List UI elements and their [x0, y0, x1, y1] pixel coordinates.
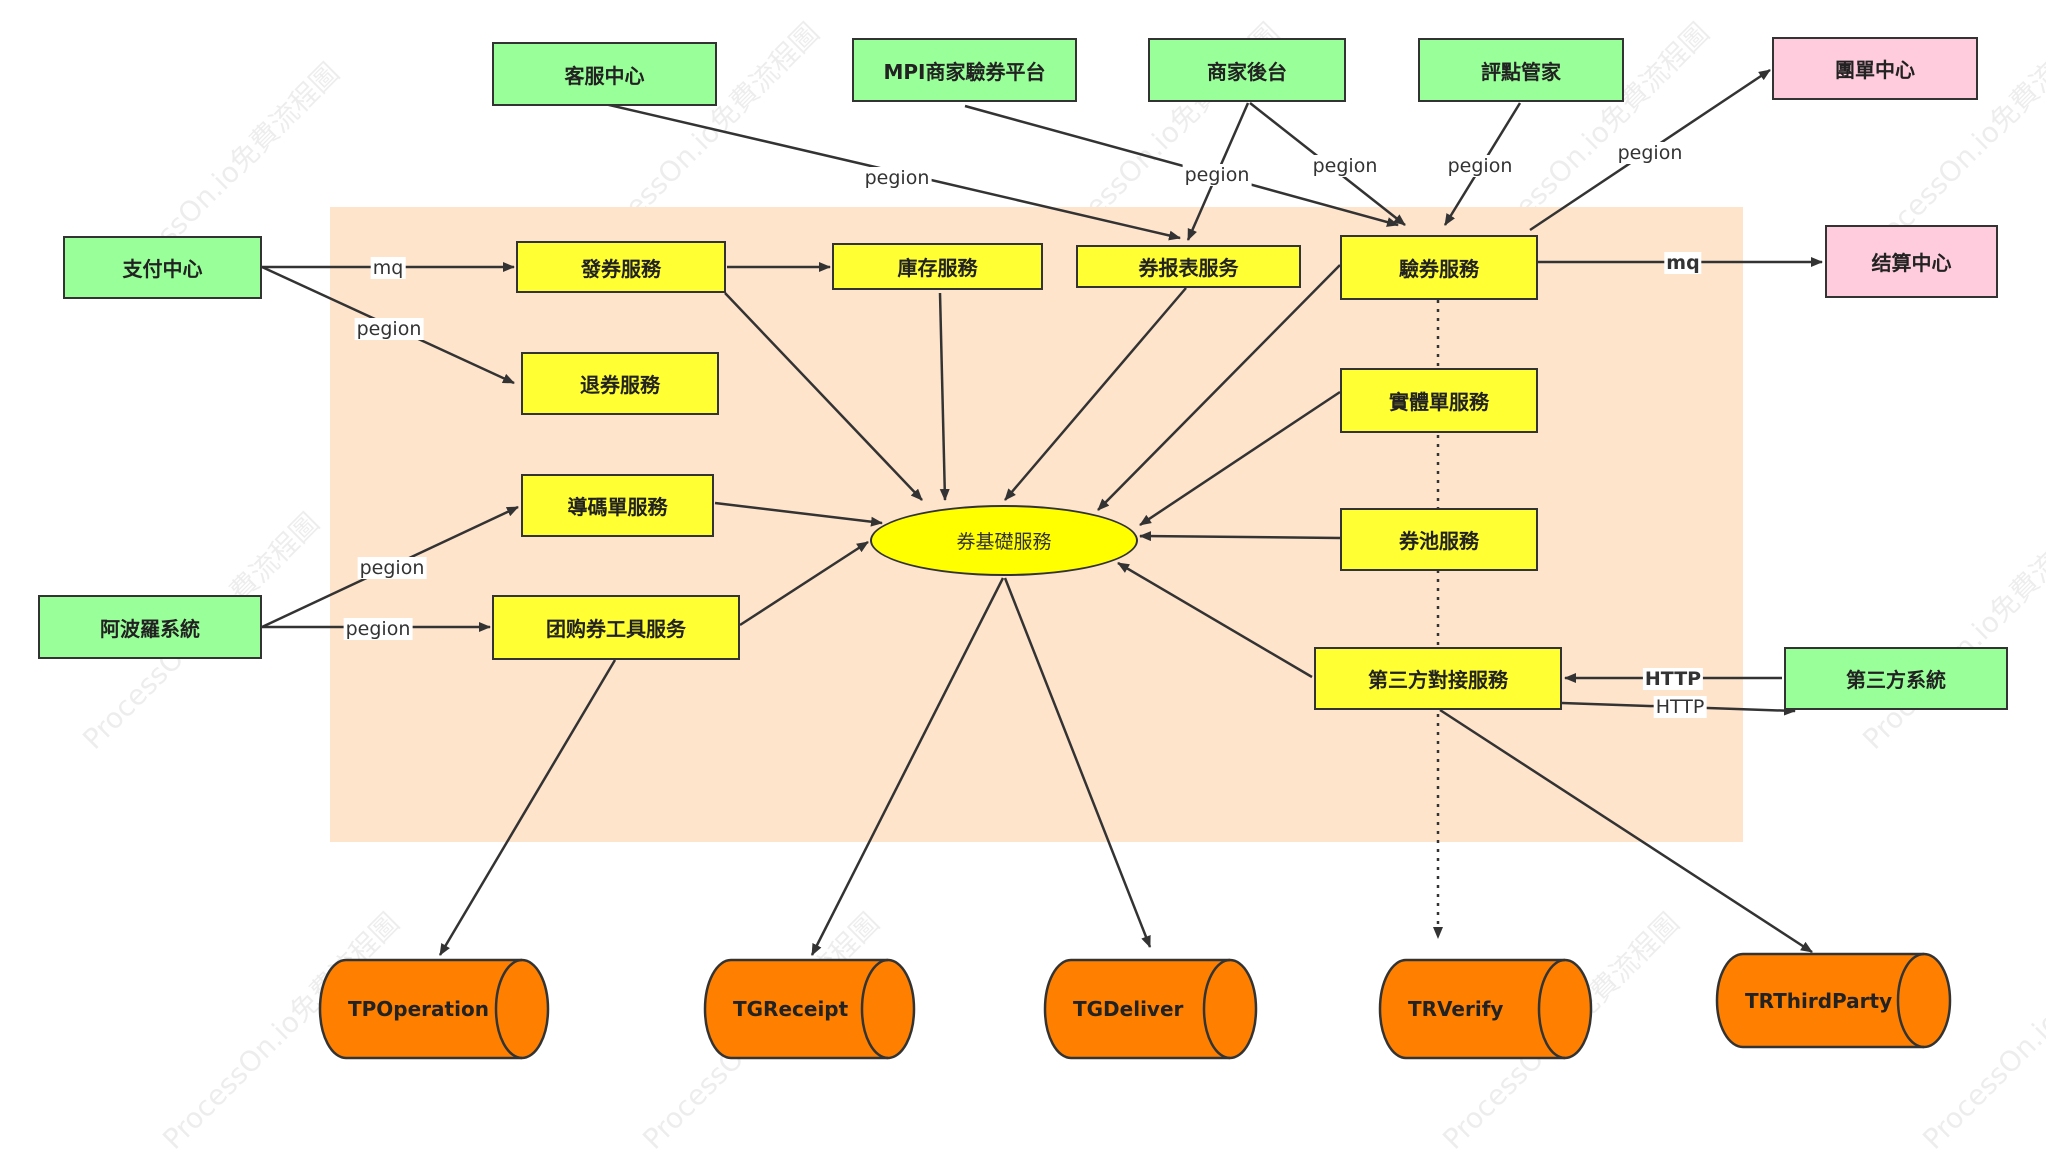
edge-guide-base	[714, 501, 883, 527]
db-label: TGDeliver	[1073, 997, 1184, 1021]
edge-label-pegion: pegion	[1310, 155, 1380, 177]
node-mpi[interactable]: MPI商家驗券平台	[852, 38, 1077, 102]
edges-layer	[261, 68, 1823, 956]
node-report[interactable]: 券报表服务	[1076, 245, 1301, 288]
edge-verify-base	[1097, 264, 1341, 511]
edge-issue-base	[724, 292, 923, 501]
node-backend[interactable]: 商家後台	[1148, 38, 1346, 102]
node-entity[interactable]: 實體單服務	[1340, 368, 1538, 433]
node-tuandan[interactable]: 團單中心	[1772, 37, 1978, 100]
node-issue[interactable]: 發券服務	[516, 241, 726, 293]
cylinder-icon	[1715, 952, 1952, 1049]
cylinder-icon	[318, 958, 550, 1060]
edge-label-pegion: pegion	[354, 318, 424, 340]
node-tool[interactable]: 团购券工具服务	[492, 595, 740, 660]
edge-label-pegion: pegion	[1445, 155, 1515, 177]
edge-label-http: HTTP	[1642, 668, 1704, 690]
cylinder-icon	[1378, 958, 1593, 1060]
edge-tool-base	[739, 540, 869, 627]
node-pay[interactable]: 支付中心	[63, 236, 262, 299]
node-thirdsvc[interactable]: 第三方對接服務	[1314, 647, 1562, 710]
edge-label-pegion: pegion	[1182, 164, 1252, 186]
node-kefu[interactable]: 客服中心	[492, 42, 717, 106]
edge-pool-base	[1139, 531, 1341, 542]
edge-label-pegion: pegion	[357, 557, 427, 579]
node-base[interactable]: 券基礎服務	[870, 505, 1138, 576]
node-pingdian[interactable]: 評點管家	[1418, 38, 1624, 102]
db-label: TRVerify	[1408, 997, 1504, 1021]
edge-thirdsvc-base	[1117, 561, 1313, 679]
db-label: TRThirdParty	[1745, 988, 1893, 1013]
edge-label-pegion: pegion	[1615, 142, 1685, 164]
db-trthirdparty[interactable]: TRThirdParty	[1715, 952, 1952, 1049]
edge-tool-tpoperation	[438, 659, 617, 956]
edge-base-tgdeliver	[1003, 577, 1152, 948]
edge-label-pegion: pegion	[343, 618, 413, 640]
db-tpoperation[interactable]: TPOperation	[318, 958, 550, 1060]
edge-label-http: HTTP	[1653, 696, 1707, 718]
node-verify[interactable]: 驗券服務	[1340, 235, 1538, 300]
edge-entity-base	[1139, 390, 1341, 527]
db-label: TGReceipt	[733, 997, 849, 1021]
node-apollo[interactable]: 阿波羅系統	[38, 595, 262, 659]
edge-stock-base	[938, 292, 950, 501]
node-settle[interactable]: 结算中心	[1825, 225, 1998, 298]
db-label: TPOperation	[348, 997, 489, 1021]
db-tgreceipt[interactable]: TGReceipt	[703, 958, 916, 1060]
edge-label-pegion: pegion	[862, 167, 932, 189]
edge-mpi-verify	[964, 104, 1399, 227]
node-stock[interactable]: 庫存服務	[832, 243, 1043, 290]
node-thirdsys[interactable]: 第三方系統	[1784, 647, 2008, 710]
edge-report-base	[1004, 287, 1187, 501]
edge-label-mq: mq	[1664, 252, 1702, 274]
node-guide[interactable]: 導碼單服務	[521, 474, 714, 537]
edge-thirdsvc-trthirdparty	[1439, 708, 1813, 954]
node-pool[interactable]: 券池服務	[1340, 508, 1538, 571]
db-tgdeliver[interactable]: TGDeliver	[1043, 958, 1258, 1060]
cylinder-icon	[703, 958, 916, 1060]
cylinder-icon	[1043, 958, 1258, 1060]
node-refund[interactable]: 退券服務	[521, 352, 719, 415]
db-trverify[interactable]: TRVerify	[1378, 958, 1593, 1060]
edge-base-tgreceipt	[810, 577, 1005, 956]
edge-label-mq: mq	[370, 257, 406, 279]
